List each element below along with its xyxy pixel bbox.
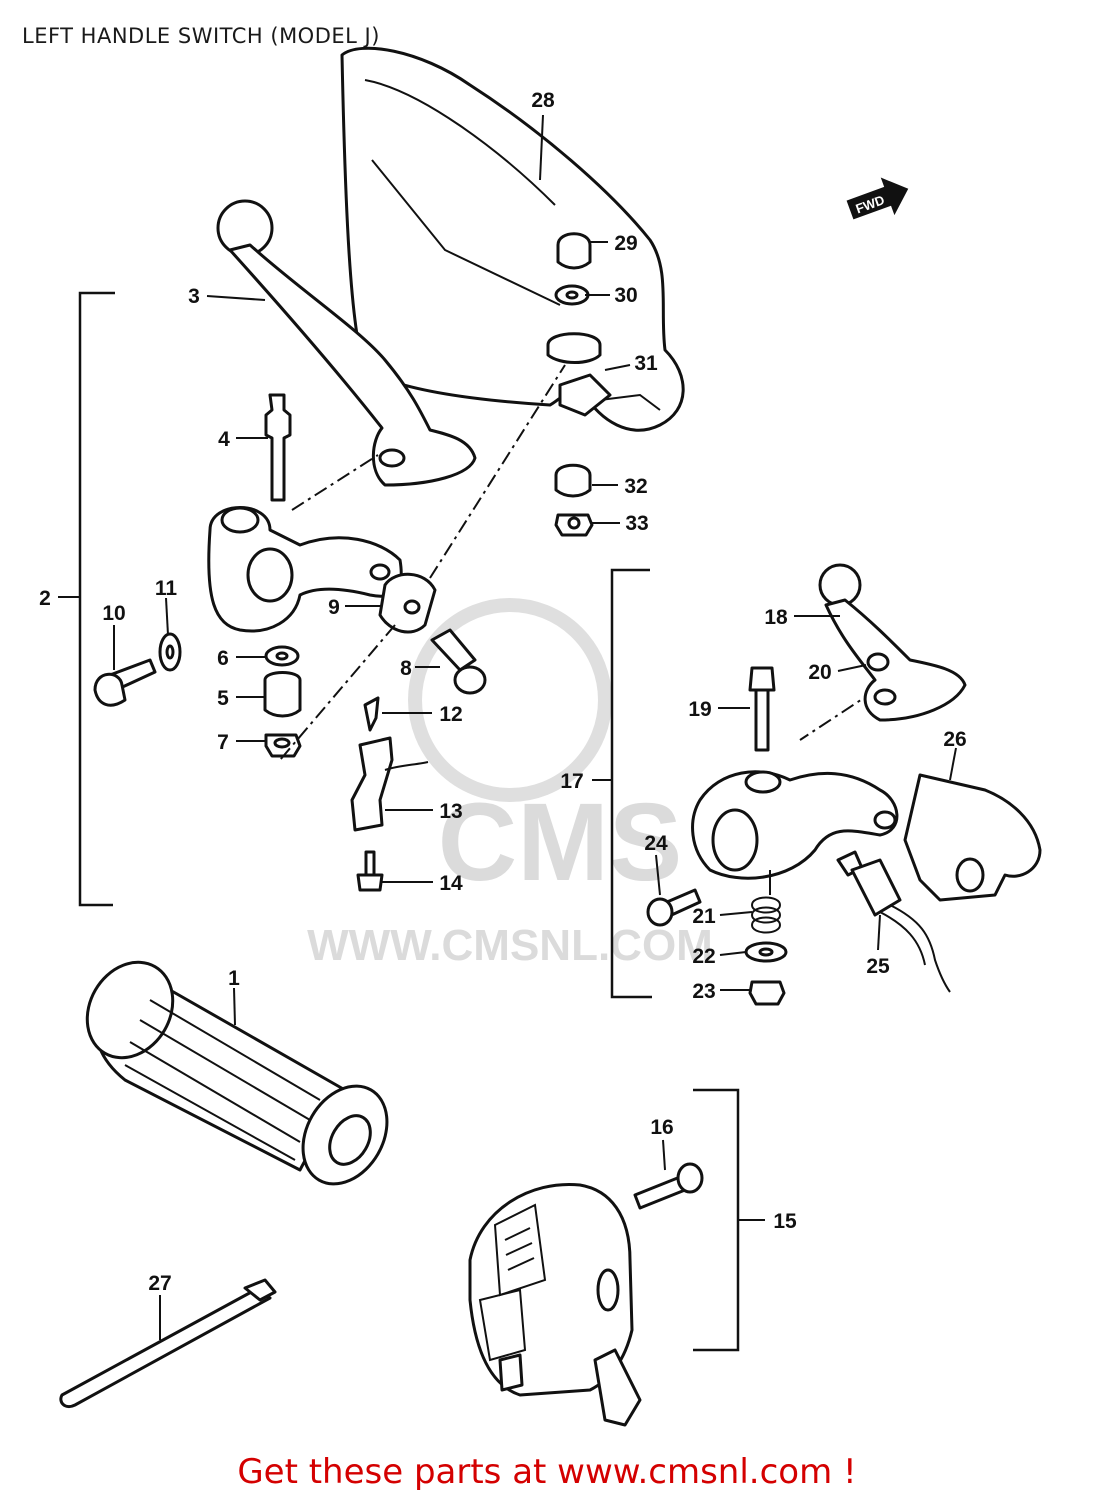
callout-12: 12 [439, 703, 462, 726]
part-11-washer [158, 632, 182, 672]
part-26-cover [903, 773, 1042, 902]
callout-11: 11 [155, 577, 178, 600]
callout-32: 32 [624, 475, 647, 498]
alignment-line [291, 454, 379, 511]
callout-3: 3 [188, 285, 200, 308]
callout-4: 4 [218, 428, 230, 451]
watermark-logo: CMS [438, 781, 682, 904]
alignment-line [429, 364, 566, 579]
part-8-bolt [430, 628, 487, 695]
watermark: CMS WWW.CMSNL.COM [307, 598, 713, 970]
callout-31: 31 [634, 352, 658, 375]
part-4-stud [264, 393, 292, 502]
part-24-bolt [646, 888, 702, 927]
callout-25: 25 [866, 955, 890, 978]
part-31-bracket [546, 332, 612, 417]
callout-21: 21 [692, 905, 716, 928]
alignment-line [799, 689, 877, 741]
callout-19: 19 [688, 698, 711, 721]
part-20-pivot [866, 652, 890, 672]
callout-30: 30 [614, 284, 637, 307]
diagram-title: LEFT HANDLE SWITCH (MODEL J) [22, 24, 380, 48]
part-12-screw [363, 696, 380, 732]
footer-link-text[interactable]: Get these parts at www.cmsnl.com ! [237, 1452, 857, 1492]
part-17-holder [691, 770, 899, 880]
callout-24: 24 [644, 832, 668, 855]
callout-23: 23 [692, 980, 715, 1003]
watermark-url: WWW.CMSNL.COM [307, 921, 713, 970]
part-15-switch-housing [468, 1182, 642, 1427]
callout-18: 18 [764, 606, 788, 629]
part-14-screw [356, 850, 384, 892]
bracket-15 [693, 1088, 740, 1352]
part-9-collar [378, 572, 437, 634]
part-5-sleeve [263, 671, 302, 718]
part-16-screw [633, 1162, 704, 1210]
part-33-nut [554, 513, 594, 537]
part-27-strap [59, 1278, 277, 1409]
part-2-lever-holder [207, 506, 403, 633]
fwd-arrow-icon: FWD [846, 177, 909, 220]
callout-28: 28 [531, 89, 555, 112]
part-1-grip [85, 960, 389, 1186]
callout-27: 27 [148, 1272, 171, 1295]
callout-29: 29 [614, 232, 637, 255]
part-29-cap-nut [556, 232, 592, 270]
part-19-bolt [748, 666, 776, 752]
callout-1: 1 [228, 967, 240, 990]
callout-5: 5 [217, 687, 229, 710]
part-13-switch [350, 736, 429, 832]
part-22-washer [744, 941, 788, 963]
part-23-nut [748, 980, 786, 1006]
callout-labels: 28 29 30 31 32 33 3 4 2 9 10 11 6 5 7 8 … [39, 89, 967, 1295]
alignment-line [279, 624, 396, 761]
callout-14: 14 [439, 872, 463, 895]
part-6-washer [264, 645, 300, 667]
callout-20: 20 [808, 661, 831, 684]
callout-33: 33 [625, 512, 648, 535]
part-25-switch [836, 850, 951, 993]
callout-22: 22 [692, 945, 715, 968]
part-18-lever [818, 563, 967, 722]
callout-7: 7 [217, 731, 229, 754]
callout-13: 13 [439, 800, 462, 823]
part-32-nut [554, 463, 592, 498]
callout-16: 16 [650, 1116, 673, 1139]
part-21-spring [751, 870, 782, 934]
callout-10: 10 [102, 602, 125, 625]
bracket-17 [610, 568, 652, 999]
callout-26: 26 [943, 728, 966, 751]
leader-lines [58, 114, 957, 1340]
callout-9: 9 [328, 596, 340, 619]
part-3-clutch-lever [216, 199, 477, 487]
callout-17: 17 [560, 770, 583, 793]
callout-8: 8 [400, 657, 412, 680]
callout-15: 15 [773, 1210, 797, 1233]
part-10-bolt [93, 658, 157, 707]
part-30-washer [554, 284, 590, 306]
part-7-nut [264, 733, 302, 758]
bracket-2 [78, 291, 115, 907]
callout-6: 6 [217, 647, 229, 670]
callout-2: 2 [39, 587, 51, 610]
